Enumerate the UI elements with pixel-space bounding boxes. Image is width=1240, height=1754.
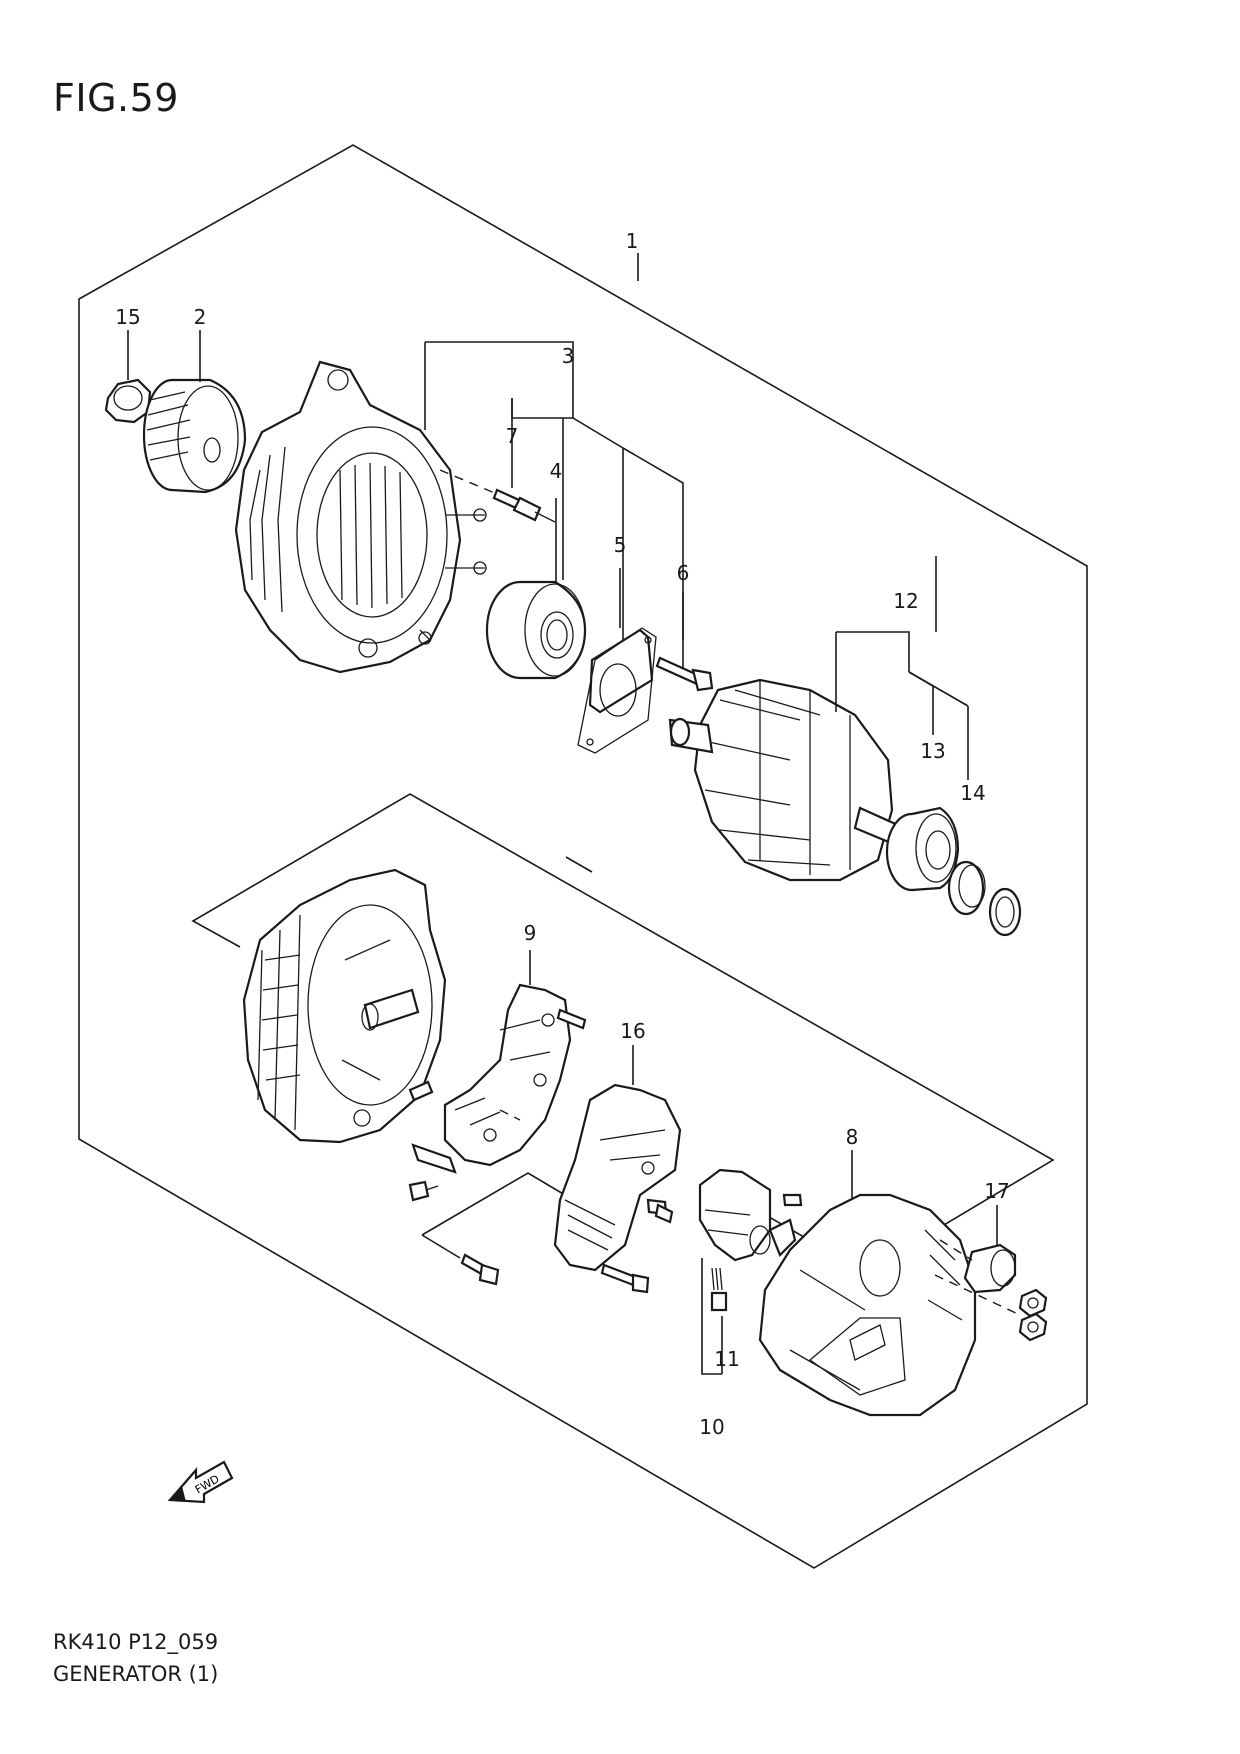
screw-lower	[460, 1253, 500, 1286]
callout-2: 2	[194, 305, 207, 329]
front-housing	[234, 360, 487, 674]
bearing-4	[485, 580, 587, 680]
callout-8: 8	[846, 1125, 859, 1149]
callout-1: 1	[626, 229, 639, 253]
callout-16: 16	[620, 1019, 645, 1043]
rectifier-9	[411, 983, 587, 1174]
bushing-17	[963, 1243, 1017, 1294]
figure-title: FIG.59	[53, 76, 179, 120]
rotor-12	[668, 678, 925, 882]
callout-5: 5	[614, 533, 627, 557]
callout-3: 3	[562, 344, 575, 368]
callout-17: 17	[984, 1179, 1009, 1203]
rear-housing	[242, 868, 447, 1144]
bearing-13	[885, 806, 960, 892]
callout-13: 13	[920, 739, 945, 763]
callout-14: 14	[960, 781, 985, 805]
brush-holder-10	[698, 1168, 803, 1312]
fwd-arrow-icon: FWD	[167, 1460, 234, 1504]
callout-11: 11	[714, 1347, 739, 1371]
callout-12: 12	[893, 589, 918, 613]
stud-bolt-7	[492, 488, 556, 523]
callout-7: 7	[506, 424, 519, 448]
nut-small-a	[1018, 1288, 1048, 1318]
rings-14	[947, 860, 1022, 937]
retainer-plate-5	[577, 627, 657, 754]
callout-4: 4	[550, 459, 563, 483]
callout-9: 9	[524, 921, 537, 945]
regulator-16	[553, 1083, 682, 1294]
nut-small-b	[1018, 1312, 1048, 1342]
callout-10: 10	[699, 1415, 724, 1439]
callout-15: 15	[115, 305, 140, 329]
model-code: RK410 P12_059	[53, 1630, 219, 1654]
nut-15	[104, 378, 152, 424]
pulley-2	[142, 378, 247, 494]
callout-numbers: 1 2 3 4 5 6 7 8 9 10 11 12 13 14 15 16 1…	[115, 229, 1009, 1439]
section-name: GENERATOR (1)	[53, 1662, 219, 1686]
assembly-outline	[78, 144, 1088, 1569]
screw-lower-left	[408, 1180, 439, 1202]
callout-6: 6	[677, 561, 690, 585]
screw-6	[655, 656, 714, 692]
rear-cover-8	[758, 1193, 977, 1417]
